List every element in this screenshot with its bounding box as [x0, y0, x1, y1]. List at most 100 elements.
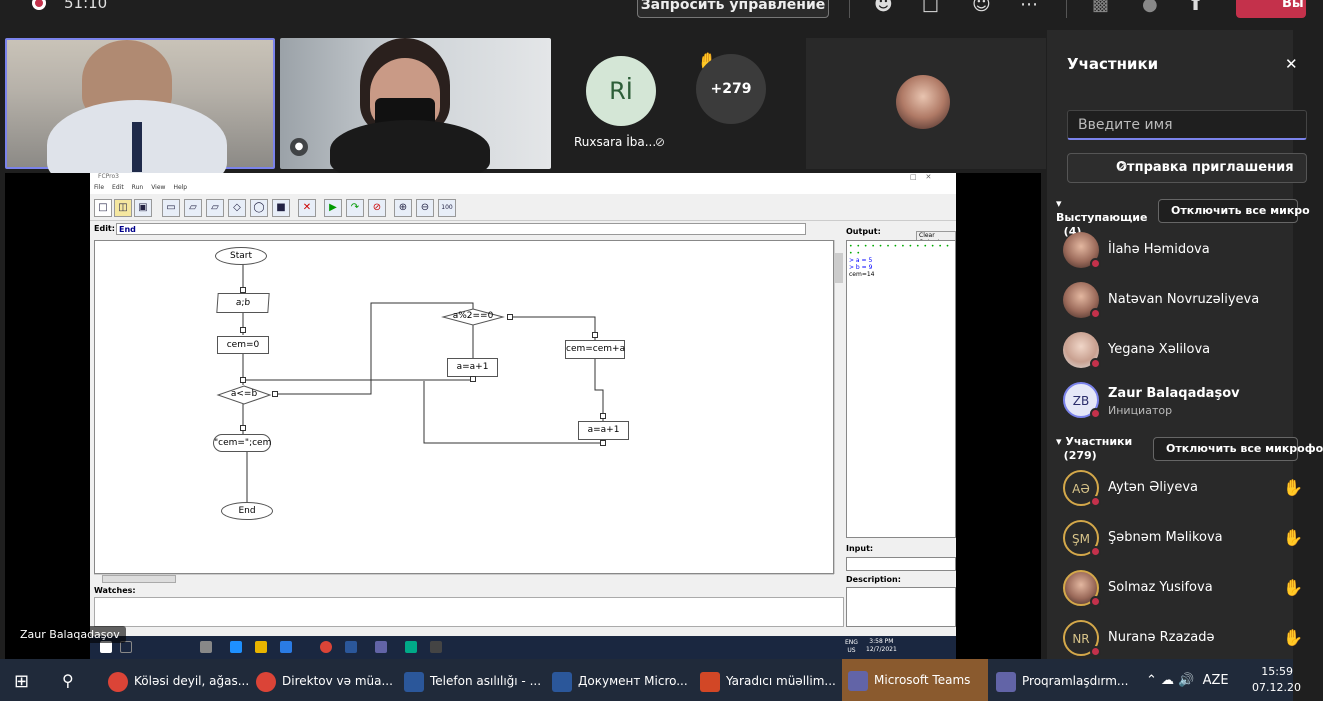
- video-tile-teacher[interactable]: ●: [280, 38, 551, 180]
- taskbar-item-chrome-1[interactable]: Köləsi deyil, ağas...: [108, 663, 249, 699]
- taskbar-item-word-2[interactable]: Документ Micro...: [552, 663, 692, 699]
- canvas-vertical-scrollbar[interactable]: [834, 240, 844, 574]
- raised-hand-icon: ✋: [1283, 528, 1303, 547]
- menu-run[interactable]: Run: [131, 184, 144, 191]
- edit-field[interactable]: End: [116, 223, 806, 235]
- participant-row[interactable]: Natəvan Novruzəliyeva: [1063, 280, 1293, 324]
- scroll-thumb[interactable]: [835, 253, 843, 283]
- reactions-icon[interactable]: ☺: [972, 0, 991, 15]
- avatar[interactable]: Rİ: [586, 56, 656, 126]
- windows-start-icon[interactable]: ⊞: [14, 671, 30, 692]
- stop-block-icon[interactable]: ■: [272, 199, 290, 217]
- teams-icon: [848, 670, 868, 691]
- delete-icon[interactable]: ✕: [298, 199, 316, 217]
- input-node[interactable]: a;b: [216, 293, 270, 313]
- flowchart-canvas[interactable]: Start a;b cem=0 a<=b "cem=";cem End a%2=…: [94, 240, 834, 574]
- mute-all-button[interactable]: Отключить все микрофо: [1153, 437, 1323, 461]
- language-indicator[interactable]: AZE: [1202, 673, 1229, 688]
- attendees-section-header[interactable]: ▾ Участники (279): [1056, 435, 1133, 462]
- more-participants-button[interactable]: +279: [696, 54, 766, 124]
- request-control-button[interactable]: Запросить управление: [637, 0, 829, 18]
- scroll-thumb[interactable]: [102, 575, 176, 583]
- store-icon: [280, 641, 292, 653]
- participant-row[interactable]: NR Nuranə Rzazadə ✋: [1063, 618, 1303, 658]
- mic-muted-icon: ⊘: [655, 135, 666, 149]
- zoom-100-icon[interactable]: 100: [438, 199, 456, 217]
- mod-decision-shape: [441, 308, 505, 326]
- save-icon[interactable]: ▣: [134, 199, 152, 217]
- canvas-horizontal-scrollbar[interactable]: [94, 574, 834, 584]
- word-icon: [345, 641, 357, 653]
- taskview-icon: [200, 641, 212, 653]
- leave-button[interactable]: Вы: [1236, 0, 1306, 18]
- sum-node[interactable]: cem=cem+a: [565, 340, 625, 359]
- participant-row[interactable]: ŞM Şəbnəm Məlikova ✋: [1063, 518, 1303, 562]
- send-invite-button[interactable]: Отправка приглашения: [1067, 153, 1307, 183]
- start-node[interactable]: Start: [215, 247, 267, 265]
- new-file-icon[interactable]: □: [94, 199, 112, 217]
- input-field[interactable]: [846, 557, 956, 571]
- output-block-icon[interactable]: ▱: [206, 199, 224, 217]
- run-icon[interactable]: ▶: [324, 199, 342, 217]
- increment-node-left[interactable]: a=a+1: [447, 358, 498, 377]
- mute-all-button[interactable]: Отключить все микро: [1158, 199, 1310, 223]
- menu-file[interactable]: File: [94, 184, 105, 191]
- mod-decision-node[interactable]: a%2==0: [452, 311, 494, 321]
- process-block-icon[interactable]: ▭: [162, 199, 180, 217]
- taskbar-item-word-1[interactable]: Telefon asılılığı - ...: [404, 663, 546, 699]
- description-field[interactable]: [846, 587, 956, 627]
- output-label: Output:: [846, 227, 881, 236]
- step-icon[interactable]: ↷: [346, 199, 364, 217]
- toolbar-divider: [1066, 0, 1067, 18]
- zoom-in-icon[interactable]: ⊕: [394, 199, 412, 217]
- participants-icon[interactable]: ☻: [874, 0, 893, 15]
- more-options-icon[interactable]: ⋯: [1020, 0, 1038, 15]
- share-icon[interactable]: ⬆: [1188, 0, 1204, 15]
- avatar: ZB: [1063, 382, 1099, 418]
- increment-node-right[interactable]: a=a+1: [578, 421, 629, 440]
- mic-off-icon[interactable]: ●: [1142, 0, 1158, 15]
- menu-help[interactable]: Help: [173, 184, 188, 191]
- participant-row[interactable]: ZB Zaur Balaqadaşov Инициатор: [1063, 380, 1293, 424]
- connector-point: [600, 440, 606, 446]
- taskbar-item-chrome-2[interactable]: Direktov və müa...: [256, 663, 396, 699]
- decision-block-icon[interactable]: ◇: [228, 199, 246, 217]
- zoom-out-icon[interactable]: ⊖: [416, 199, 434, 217]
- video-tile-presenter[interactable]: [5, 38, 275, 190]
- menu-edit[interactable]: Edit: [112, 184, 124, 191]
- participant-row[interactable]: AƏ Aytən Əliyeva ✋: [1063, 468, 1303, 512]
- mic-off-indicator-icon: [1090, 408, 1101, 419]
- menu-view[interactable]: View: [151, 184, 166, 191]
- search-icon[interactable]: ⚲: [62, 671, 74, 690]
- participant-search-input[interactable]: Введите имя: [1067, 110, 1307, 140]
- taskbar-item-powerpoint[interactable]: Yaradıcı müəllim...: [700, 663, 840, 699]
- chrome-icon: [256, 671, 276, 692]
- app-title: FCPro3: [90, 173, 956, 184]
- mic-off-indicator-icon: [1090, 358, 1101, 369]
- connector-point: [600, 413, 606, 419]
- stop-icon[interactable]: ⊘: [368, 199, 386, 217]
- participant-row[interactable]: Yeganə Xəlilova: [1063, 330, 1293, 374]
- init-node[interactable]: cem=0: [217, 336, 269, 354]
- avatar[interactable]: [896, 75, 950, 129]
- output-console: • • • • • • • • • • • • • • • • > a = 5 …: [846, 240, 956, 538]
- watches-panel[interactable]: [94, 597, 844, 627]
- participant-row[interactable]: İlahə Həmidova: [1063, 230, 1293, 274]
- io-block-icon[interactable]: ▱: [184, 199, 202, 217]
- output-node[interactable]: "cem=";cem: [213, 434, 271, 452]
- taskbar-item-teams[interactable]: Microsoft Teams: [842, 659, 988, 701]
- taskbar-item-teams-meeting[interactable]: Proqramlaşdırm...: [996, 663, 1136, 699]
- camera-off-icon[interactable]: ▩: [1092, 0, 1110, 15]
- window-controls[interactable]: □ ✕: [910, 173, 932, 181]
- teams-icon: [375, 641, 387, 653]
- end-node[interactable]: End: [221, 502, 273, 520]
- participant-row[interactable]: Solmaz Yusifova ✋: [1063, 568, 1303, 612]
- open-folder-icon[interactable]: ◫: [114, 199, 132, 217]
- loop-block-icon[interactable]: ◯: [250, 199, 268, 217]
- close-icon[interactable]: ✕: [1285, 55, 1298, 73]
- recording-icon: [32, 0, 46, 10]
- chat-icon[interactable]: □: [922, 0, 940, 15]
- loop-decision-node[interactable]: a<=b: [230, 389, 258, 399]
- system-tray[interactable]: ⌃ ☁ 🔊 AZE: [1146, 673, 1229, 688]
